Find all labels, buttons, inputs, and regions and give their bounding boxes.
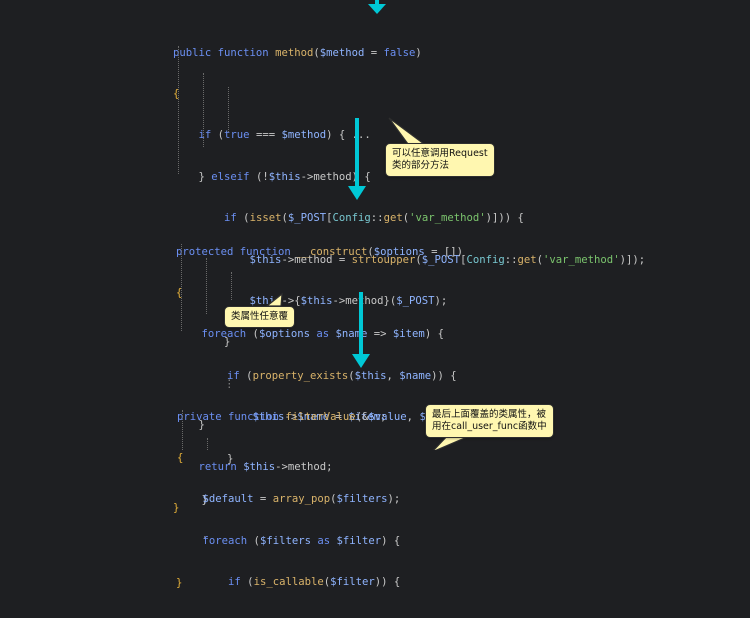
code-line: } elseif (!$this->method) { xyxy=(173,170,371,183)
flow-arrow-method-to-construct xyxy=(348,118,366,200)
code-line: $default = array_pop($filters); xyxy=(202,493,401,506)
indent-guide xyxy=(203,73,204,147)
code-line: foreach ($filters as $filter) { xyxy=(202,534,401,547)
code-line: $this->$name = $item; xyxy=(252,411,387,424)
code-block-method: public function method($method = false) … xyxy=(173,19,645,543)
callout-request-methods: 可以任意调用Request 类的部分方法 xyxy=(385,143,495,177)
indent-guide xyxy=(206,258,207,314)
indent-guide xyxy=(231,272,232,300)
code-line: $this->{$this->method}($_POST); xyxy=(249,294,448,307)
code-line: } xyxy=(173,336,231,349)
indent-guide xyxy=(228,87,229,132)
code-line: protected function __construct($options … xyxy=(176,245,464,258)
callout-property-override: 类属性任意覆 xyxy=(224,306,296,328)
code-annotation-diagram: public function method($method = false) … xyxy=(173,0,645,589)
callout-pointer xyxy=(265,292,283,307)
code-line: if (property_exists($this, $name)) { xyxy=(227,369,457,382)
code-line: $this->method = strtoupper($_POST[Config… xyxy=(249,253,646,266)
code-block-construct: protected function __construct($options … xyxy=(176,218,463,618)
callout-pointer xyxy=(388,117,426,145)
top-flow-arrow xyxy=(368,0,386,14)
arrows-layer xyxy=(265,0,482,450)
code-line: { xyxy=(173,87,180,100)
code-line: } xyxy=(173,419,205,432)
code-line: foreach ($options as $name => $item) { xyxy=(201,328,444,341)
code-line: if (true === $method) { ... xyxy=(198,129,371,142)
indent-guide xyxy=(207,438,208,450)
code-line: public function method($method = false) xyxy=(173,46,422,59)
indent-guide xyxy=(178,46,179,174)
code-line: if (is_callable($filter)) { xyxy=(228,576,401,589)
indent-guide xyxy=(181,244,182,331)
code-line: if (isset($_POST[Config::get('var_method… xyxy=(224,212,524,225)
code-line: { xyxy=(177,451,184,464)
code-line: { xyxy=(176,286,183,299)
indent-guide xyxy=(182,410,183,450)
code-line: ⋮ xyxy=(173,377,235,390)
callout-call-user-func: 最后上面覆盖的类属性，被 用在call_user_func函数中 xyxy=(425,404,554,438)
flow-arrow-construct-to-filter xyxy=(352,292,370,368)
